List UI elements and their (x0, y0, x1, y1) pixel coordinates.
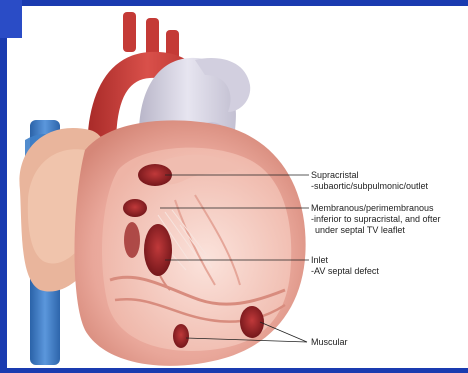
supracristal-title: Supracristal (311, 170, 428, 181)
inlet-detail: -AV septal defect (311, 266, 379, 277)
supracristal-label: Supracristal -subaortic/subpulmonic/outl… (311, 170, 428, 192)
muscular-label: Muscular (311, 337, 348, 348)
defect-membranous (123, 199, 147, 217)
inlet-label: Inlet -AV septal defect (311, 255, 379, 277)
membranous-label: Membranous/perimembranous -inferior to s… (311, 203, 441, 236)
membranous-detail-line2: under septal TV leaflet (311, 225, 441, 236)
supracristal-detail: -subaortic/subpulmonic/outlet (311, 181, 428, 192)
membranous-detail-line1: -inferior to supracristal, and ofter (311, 214, 441, 225)
membranous-title: Membranous/perimembranous (311, 203, 441, 214)
muscular-title: Muscular (311, 337, 348, 348)
inlet-title: Inlet (311, 255, 379, 266)
